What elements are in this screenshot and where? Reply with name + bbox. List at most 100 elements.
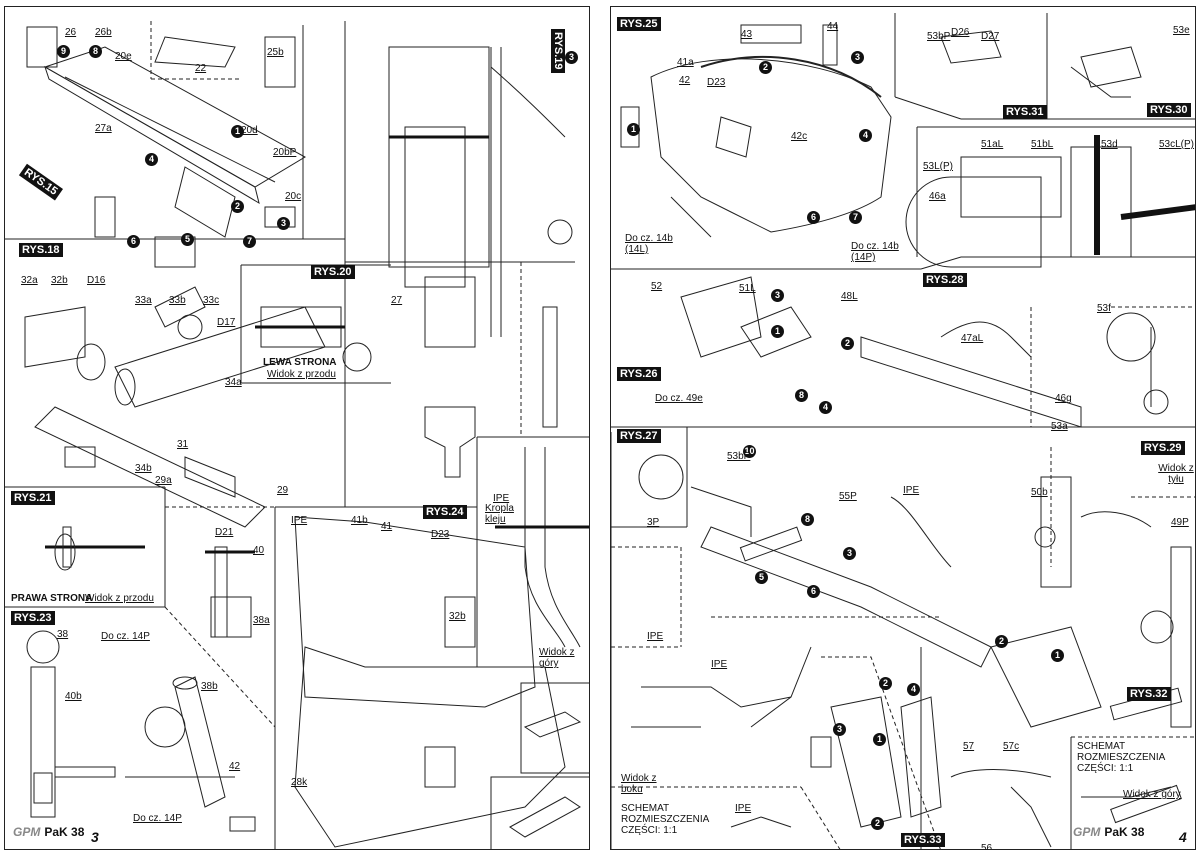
part-label: 51aL: [981, 139, 1004, 150]
note-schemat-2: SCHEMAT ROZMIESZCZENIA CZĘŚCI: 1:1: [1077, 741, 1165, 774]
part-label: 53cL(P): [1159, 139, 1195, 150]
part-label: 41b: [351, 515, 368, 526]
figure-title-rys31: RYS.31: [1003, 105, 1047, 119]
step-10-marker: 10: [743, 445, 756, 458]
brand-logo-text: GPM: [13, 825, 41, 839]
page-number: 4: [1179, 829, 1187, 845]
part-label: 53L(P): [923, 161, 954, 172]
note-schemat-1: SCHEMAT ROZMIESZCZENIA CZĘŚCI: 1:1: [621, 803, 709, 836]
right-instruction-page: RYS.25 RYS.26 RYS.27 RYS.28 RYS.29 RYS.3…: [610, 6, 1196, 850]
model-title: PaK 38: [44, 825, 85, 839]
note-widok-z-boku: Widok z boku: [621, 773, 657, 795]
part-label: 22: [195, 63, 207, 74]
part-label: 53a: [1051, 421, 1068, 432]
note-do-cz-49e: Do cz. 49e: [655, 393, 703, 404]
figure-title-rys21: RYS.21: [11, 491, 55, 505]
part-label: 51bL: [1031, 139, 1054, 150]
note-widok-z-przodu-2: Widok z przodu: [85, 593, 154, 604]
step-8-marker-b: 8: [801, 513, 814, 526]
part-label: 32a: [21, 275, 38, 286]
step-5-marker: 5: [755, 571, 768, 584]
note-ipe-2: IPE: [493, 493, 510, 504]
part-label: 3P: [647, 517, 660, 528]
figure-title-rys30: RYS.30: [1147, 103, 1191, 117]
part-label: 43: [741, 29, 753, 40]
part-label: D26: [951, 27, 970, 38]
part-label: 38: [57, 629, 69, 640]
figure-title-rys28: RYS.28: [923, 273, 967, 287]
step-2-marker: 2: [231, 200, 244, 213]
note-widok-z-tylu: Widok z tyłu: [1158, 463, 1194, 485]
step-1-marker: 1: [231, 125, 244, 138]
part-label: 20e: [115, 51, 132, 62]
part-label: 20c: [285, 191, 302, 202]
part-label: 53bP: [927, 31, 951, 42]
part-label: 42: [229, 761, 241, 772]
part-label: 57c: [1003, 741, 1020, 752]
part-label: 26: [65, 27, 77, 38]
step-5-marker: 5: [181, 233, 194, 246]
part-label: 42c: [791, 131, 808, 142]
step-9-marker: 9: [57, 45, 70, 58]
figure-title-rys19: RYS.19: [551, 29, 565, 73]
note-widok-z-gory: Widok z góry: [1123, 789, 1181, 800]
note-widok-z-gory: Widok z góry: [539, 647, 575, 669]
note-ipe-2: IPE: [647, 631, 664, 642]
part-label: 27: [391, 295, 403, 306]
step-3-marker: 3: [851, 51, 864, 64]
step-1-marker: 1: [627, 123, 640, 136]
part-label: 40: [253, 545, 265, 556]
note-ipe-4: IPE: [735, 803, 752, 814]
note-ipe: IPE: [291, 515, 308, 526]
part-label: 53e: [1173, 25, 1190, 36]
part-label: 50b: [1031, 487, 1048, 498]
part-label: D23: [431, 529, 450, 540]
part-label: 32b: [51, 275, 68, 286]
step-2-marker-e: 2: [871, 817, 884, 830]
part-label: 38b: [201, 681, 218, 692]
part-label: 44: [827, 21, 839, 32]
step-6-marker-b: 6: [807, 585, 820, 598]
step-3-marker-c: 3: [843, 547, 856, 560]
part-label: 41: [381, 521, 393, 532]
part-label: 47aL: [961, 333, 984, 344]
part-label: 41a: [677, 57, 694, 68]
page-number: 3: [91, 829, 99, 845]
figure-title-rys23: RYS.23: [11, 611, 55, 625]
figure-title-rys32: RYS.32: [1127, 687, 1171, 701]
note-lewa-strona: LEWA STRONA: [263, 357, 337, 368]
step-3-marker-b: 3: [771, 289, 784, 302]
figure-title-rys25: RYS.25: [617, 17, 661, 31]
note-do-cz-14p: Do cz. 14P: [101, 631, 150, 642]
part-label: 46a: [929, 191, 946, 202]
part-label: 33a: [135, 295, 152, 306]
figure-title-rys20: RYS.20: [311, 265, 355, 279]
step-4-marker: 4: [859, 129, 872, 142]
note-widok-z-przodu: Widok z przodu: [267, 369, 336, 380]
figure-title-rys26: RYS.26: [617, 367, 661, 381]
part-label: 48L: [841, 291, 858, 302]
note-do-cz-14b-p: Do cz. 14b (14P): [851, 241, 899, 263]
step-8-marker: 8: [795, 389, 808, 402]
step-4-marker-b: 4: [819, 401, 832, 414]
note-ipe-3: IPE: [711, 659, 728, 670]
step-2-marker: 2: [759, 61, 772, 74]
part-label: 34a: [225, 377, 242, 388]
part-label: D27: [981, 31, 1000, 42]
part-label: 29a: [155, 475, 172, 486]
note-prawa-strona: PRAWA STRONA: [11, 593, 93, 604]
left-page-drawings: [5, 21, 589, 849]
step-3-marker-d: 3: [833, 723, 846, 736]
part-label: D16: [87, 275, 106, 286]
part-label: 55P: [839, 491, 857, 502]
step-1-marker-d: 1: [873, 733, 886, 746]
part-label: 57: [963, 741, 975, 752]
part-label: 27a: [95, 123, 112, 134]
part-label: 26b: [95, 27, 112, 38]
step-3-marker-b: 3: [565, 51, 578, 64]
figure-title-rys27: RYS.27: [617, 429, 661, 443]
part-label: 31: [177, 439, 189, 450]
step-2-marker-b: 2: [841, 337, 854, 350]
